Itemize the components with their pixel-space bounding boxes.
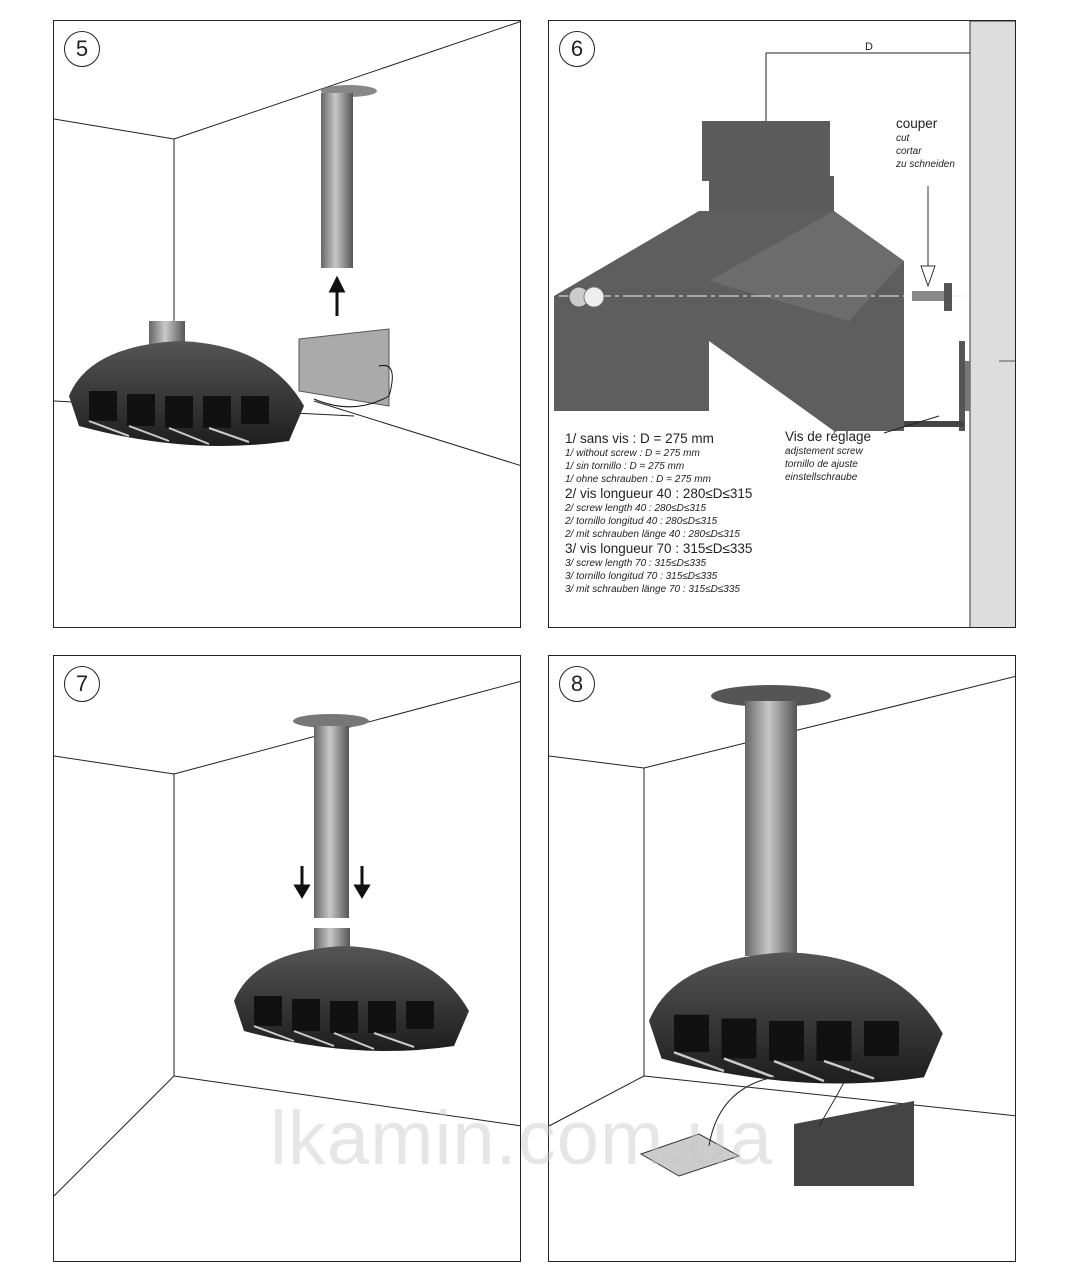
spec-de: 2/ mit schrauben länge 40 : 280≤D≤315 <box>565 529 740 540</box>
spec-es: 1/ sin tornillo : D = 275 mm <box>565 461 685 472</box>
spec-fr: 3/ vis longueur 70 : 315≤D≤335 <box>565 541 753 556</box>
spec-2: 2/ vis longueur 40 : 280≤D≤315 2/ screw … <box>565 486 752 541</box>
spec-3: 3/ vis longueur 70 : 315≤D≤335 3/ screw … <box>565 541 752 596</box>
spec-1: 1/ sans vis : D = 275 mm 1/ without scre… <box>565 431 752 486</box>
step-6-illustration <box>554 21 1015 627</box>
step-number: 6 <box>559 31 595 67</box>
spec-en: 1/ without screw : D = 275 mm <box>565 448 700 459</box>
step-number: 8 <box>559 666 595 702</box>
adjust-en: adjstement screw <box>785 446 863 457</box>
cut-fr: couper <box>896 116 938 131</box>
spec-en: 3/ screw length 70 : 315≤D≤335 <box>565 558 707 569</box>
step-number: 5 <box>64 31 100 67</box>
spec-de: 1/ ohne schrauben : D = 275 mm <box>565 474 711 485</box>
cut-en: cut <box>896 133 910 144</box>
step-number: 7 <box>64 666 100 702</box>
spec-es: 2/ tornillo longitud 40 : 280≤D≤315 <box>565 516 718 527</box>
cut-de: zu schneiden <box>896 159 955 170</box>
adjust-es: tornillo de ajuste <box>785 459 858 470</box>
spec-fr: 1/ sans vis : D = 275 mm <box>565 431 714 446</box>
adjust-screw-label: Vis de réglage adjstement screw tornillo… <box>785 429 871 484</box>
panel-step-6: 6 D couper cut cortar zu schneiden Vis d… <box>548 20 1016 628</box>
spec-fr: 2/ vis longueur 40 : 280≤D≤315 <box>565 486 753 501</box>
dimension-d-label: D <box>865 41 873 53</box>
step-5-illustration <box>54 21 520 466</box>
spec-list: 1/ sans vis : D = 275 mm 1/ without scre… <box>565 431 752 596</box>
adjust-fr: Vis de réglage <box>785 429 872 444</box>
cut-label: couper cut cortar zu schneiden <box>896 116 955 171</box>
step-8-illustration <box>549 675 1015 1186</box>
panel-step-5: 5 <box>53 20 521 628</box>
step-7-illustration <box>54 681 520 1197</box>
spec-en: 2/ screw length 40 : 280≤D≤315 <box>565 503 707 514</box>
spec-de: 3/ mit schrauben länge 70 : 315≤D≤335 <box>565 584 740 595</box>
cut-es: cortar <box>896 146 922 157</box>
spec-es: 3/ tornillo longitud 70 : 315≤D≤335 <box>565 571 718 582</box>
adjust-de: einstellschraube <box>785 472 858 483</box>
panel-step-7: 7 <box>53 655 521 1262</box>
panel-step-8: 8 <box>548 655 1016 1262</box>
